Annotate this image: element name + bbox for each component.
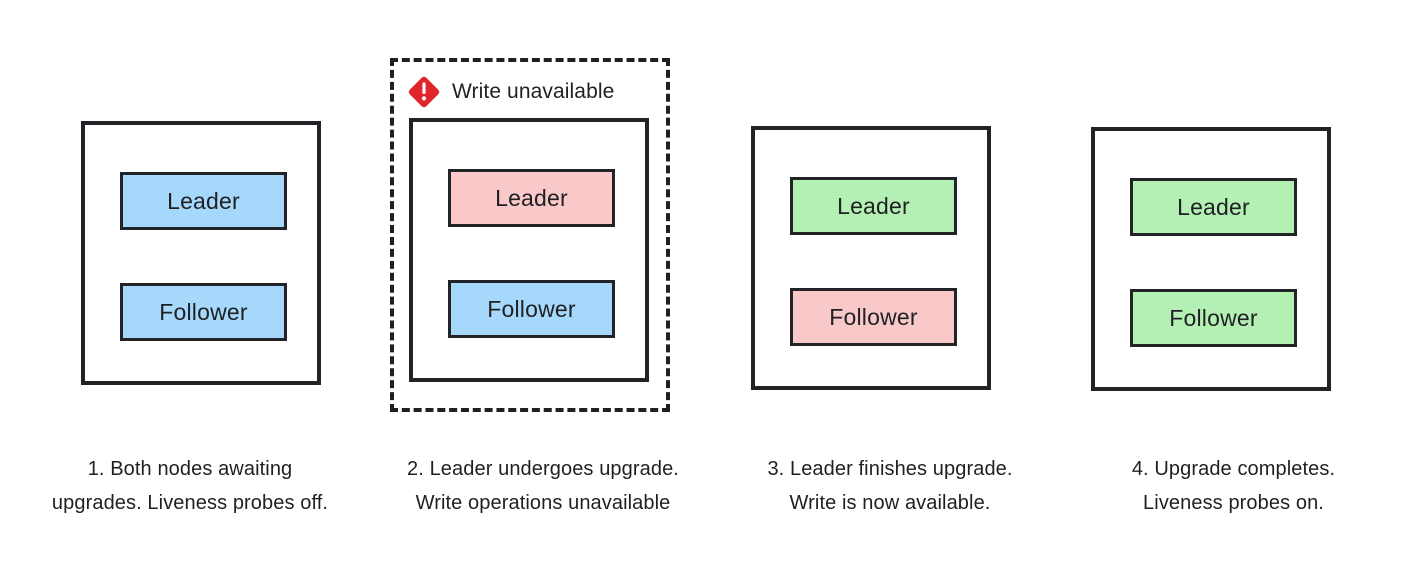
node-leader-4: Leader [1130,178,1297,236]
diagram-step-2: Write unavailable Leader Follower 2. Lea… [368,0,718,576]
caption-line: 4. Upgrade completes. [1131,458,1336,480]
node-follower-4: Follower [1130,289,1297,347]
node-container-1: Leader Follower [81,121,321,385]
step-caption-2: 2. Leader undergoes upgrade. Write opera… [368,452,718,520]
node-label: Leader [1177,193,1250,220]
node-label: Leader [837,192,910,219]
node-follower-2: Follower [448,280,615,338]
caption-line: 2. Leader undergoes upgrade. [407,458,679,480]
node-container-3: Leader Follower [751,126,991,390]
write-unavailable-region: Write unavailable [390,58,670,412]
node-leader-3: Leader [790,177,957,235]
node-label: Leader [167,187,240,214]
caption-line: Liveness probes on. [1143,492,1324,514]
node-label: Follower [1169,304,1258,331]
node-leader-1: Leader [120,172,287,230]
node-container-2: Leader Follower [409,118,649,382]
step-caption-4: 4. Upgrade completes. Liveness probes on… [1060,452,1407,520]
node-leader-2: Leader [448,169,615,227]
diagram-step-4: Leader Follower 4. Upgrade completes. Li… [1060,0,1407,576]
caption-line: upgrades. Liveness probes off. [51,492,329,514]
node-container-4: Leader Follower [1091,127,1331,391]
node-label: Follower [829,303,918,330]
warning-diamond-icon [408,76,440,108]
caption-line: Write operations unavailable [415,492,671,514]
warning-banner: Write unavailable [406,74,614,110]
node-label: Follower [159,298,248,325]
step-caption-3: 3. Leader finishes upgrade. Write is now… [712,452,1068,520]
caption-line: Write is now available. [789,492,991,514]
node-follower-3: Follower [790,288,957,346]
diagram-step-1: Leader Follower 1. Both nodes awaiting u… [0,0,380,576]
caption-line: 3. Leader finishes upgrade. [767,458,1013,480]
caption-line: 1. Both nodes awaiting [87,458,293,480]
node-follower-1: Follower [120,283,287,341]
node-label: Leader [495,184,568,211]
diagram-step-3: Leader Follower 3. Leader finishes upgra… [712,0,1068,576]
node-label: Follower [487,295,576,322]
step-caption-1: 1. Both nodes awaiting upgrades. Livenes… [0,452,380,520]
warning-label: Write unavailable [452,80,615,103]
